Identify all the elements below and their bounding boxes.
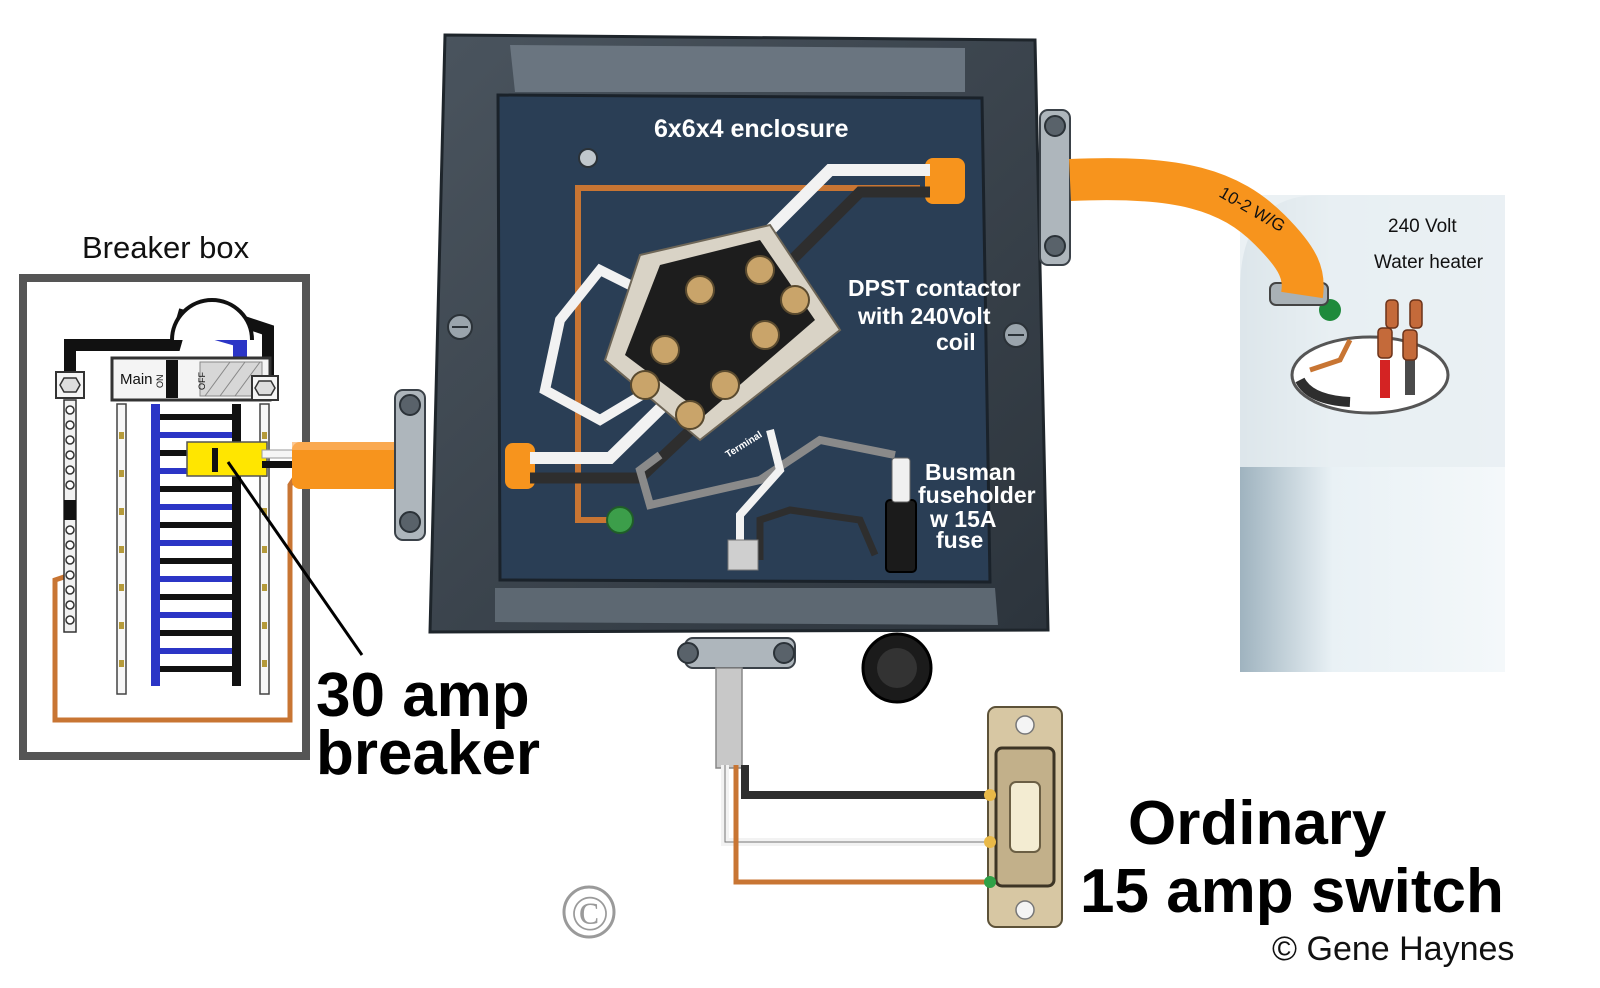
load-cable bbox=[1069, 158, 1324, 299]
switch-terminal-2 bbox=[984, 836, 996, 848]
feed-cable-end bbox=[505, 443, 535, 489]
switch-wire-black-run bbox=[741, 765, 990, 799]
fuse-label-line1: Busman bbox=[925, 459, 1016, 485]
load-cable-end bbox=[925, 158, 965, 204]
coil-jumper-wire bbox=[539, 263, 653, 426]
enclosure: 6x6x4 enclosure DPST contactor with 240V… bbox=[394, 33, 1071, 704]
contactor-label-line1: DPST contactor bbox=[848, 275, 1021, 301]
feed-cable bbox=[292, 442, 402, 489]
fuse-label-line3: w 15A bbox=[929, 506, 996, 532]
main-breaker-handle bbox=[166, 360, 178, 398]
neutral-bar-screws bbox=[65, 405, 75, 625]
breaker-cable-black bbox=[262, 461, 307, 468]
switch-wire-white bbox=[736, 429, 785, 560]
main-off-label: OFF bbox=[197, 372, 207, 390]
contactor-label-line2: with 240Volt bbox=[857, 303, 991, 329]
dpst-contactor bbox=[603, 223, 842, 442]
breaker-box-title: Breaker box bbox=[82, 230, 250, 265]
thirty-amp-breaker-handle bbox=[212, 448, 218, 472]
switch-ground-terminal bbox=[984, 876, 996, 888]
enclosure-label: 6x6x4 enclosure bbox=[654, 115, 849, 143]
main-on-label: ON bbox=[155, 375, 165, 389]
busman-fuseholder bbox=[885, 499, 917, 573]
junction-opening bbox=[1290, 335, 1450, 415]
main-label: Main bbox=[120, 371, 153, 388]
fuse-label-line4: fuse bbox=[936, 527, 983, 553]
enclosure-top-flange bbox=[510, 45, 965, 92]
connector-clamps bbox=[394, 109, 1071, 669]
switch-ground-run bbox=[733, 765, 990, 885]
breaker-callout-line2: breaker bbox=[316, 719, 540, 788]
enclosure-ground-wire bbox=[575, 185, 920, 523]
heater-label-line1: 240 Volt bbox=[1388, 216, 1457, 237]
load-wire-black bbox=[786, 186, 930, 266]
enclosure-bottom-flange bbox=[495, 588, 998, 625]
switch-cable-jacket bbox=[715, 667, 743, 769]
heater-label-line2: Water heater bbox=[1374, 252, 1484, 273]
bus-bar-black bbox=[232, 404, 241, 686]
fuse-label-line2: fuseholder bbox=[918, 482, 1036, 508]
switch-callout-line2: 15 amp switch bbox=[1080, 857, 1504, 926]
copyright-badge: © bbox=[571, 885, 609, 941]
breaker-ground-wire bbox=[52, 468, 303, 723]
bus-bar-blue bbox=[151, 404, 160, 686]
switch-callout-line1: Ordinary bbox=[1128, 789, 1387, 858]
switch-terminal-1 bbox=[984, 789, 996, 801]
breaker-leader-line bbox=[226, 461, 364, 656]
switch-cable-entry bbox=[727, 539, 759, 571]
coil-wire-gray bbox=[635, 435, 896, 510]
ground-screw bbox=[606, 506, 634, 534]
switch-toggle bbox=[1009, 781, 1041, 853]
contactor-label-line3: coil bbox=[936, 329, 976, 355]
copyright-badge-ring bbox=[562, 885, 616, 939]
breaker-box: Main ON OFF bbox=[19, 230, 310, 760]
switch-wire-white-run bbox=[721, 765, 990, 846]
thirty-amp-breaker bbox=[186, 441, 268, 477]
switch-wiring bbox=[715, 667, 990, 885]
service-entrance-arc bbox=[170, 298, 254, 341]
light-switch bbox=[984, 706, 1063, 928]
author-credit: © Gene Haynes bbox=[1272, 930, 1514, 968]
breaker-callout-line1: 30 amp bbox=[316, 661, 530, 730]
switch-wire-black bbox=[756, 506, 879, 560]
